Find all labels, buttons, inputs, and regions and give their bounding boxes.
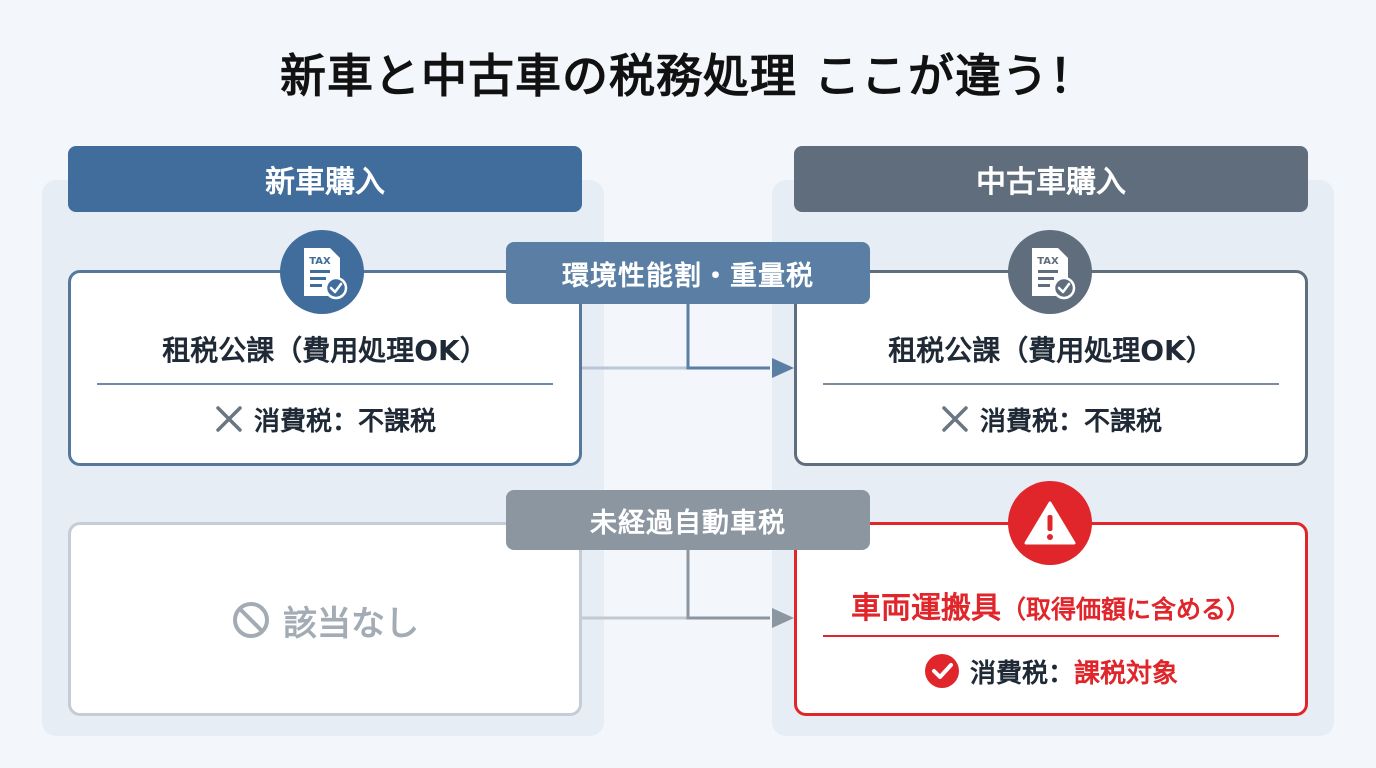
connector-arrow-bottom — [772, 608, 794, 628]
used-car-consumption-tax-text: 消費税：不課税 — [979, 406, 1162, 437]
check-circle-icon — [924, 654, 959, 688]
vehicle-asset-consumption-value: 課税対象 — [1074, 658, 1179, 689]
vehicle-asset-title: 車両運搬具（取得価額に含める） — [797, 583, 1305, 627]
vehicle-asset-consumption-label: 消費税： — [969, 658, 1074, 689]
environment-weight-tax-pill: 環境性能割・重量税 — [506, 242, 870, 304]
not-applicable-row: 該当なし — [71, 595, 579, 645]
page-title: 新車と中古車の税務処理 ここが違う！ — [279, 49, 1096, 103]
warning-icon — [1008, 481, 1092, 565]
new-car-tax-card-divider — [97, 383, 553, 385]
new-car-not-applicable-card: 該当なし — [68, 522, 582, 716]
connector-line-bottom-elbow — [686, 548, 770, 620]
used-car-consumption-tax-row: 消費税：不課税 — [797, 397, 1305, 441]
new-car-header: 新車購入 — [68, 146, 582, 212]
new-car-consumption-tax-text: 消費税：不課税 — [253, 406, 436, 437]
tax-icon-label: TAX — [1037, 256, 1059, 267]
vehicle-asset-title-note: （取得価額に含める） — [1000, 595, 1251, 624]
vehicle-asset-consumption-row: 消費税：課税対象 — [797, 649, 1305, 693]
vehicle-asset-title-main: 車両運搬具 — [850, 591, 1001, 626]
used-car-tax-card-divider — [823, 383, 1279, 385]
unexpired-vehicle-tax-pill: 未経過自動車税 — [506, 490, 870, 550]
cross-icon — [942, 406, 968, 432]
new-car-tax-card-title: 租税公課（費用処理OK） — [162, 334, 488, 367]
connector-line-top-elbow — [686, 300, 770, 370]
tax-document-icon: TAX — [1008, 230, 1092, 314]
new-car-consumption-tax-row: 消費税：不課税 — [71, 397, 579, 441]
vehicle-asset-divider — [823, 635, 1279, 637]
prohibited-icon — [233, 602, 269, 638]
tax-document-icon: TAX — [280, 230, 364, 314]
used-car-header: 中古車購入 — [794, 146, 1308, 212]
tax-icon-label: TAX — [309, 256, 331, 267]
connector-arrow-top — [772, 358, 794, 378]
cross-icon — [216, 406, 242, 432]
not-applicable-text: 該当なし — [283, 603, 419, 644]
used-car-tax-card-title: 租税公課（費用処理OK） — [888, 334, 1214, 367]
